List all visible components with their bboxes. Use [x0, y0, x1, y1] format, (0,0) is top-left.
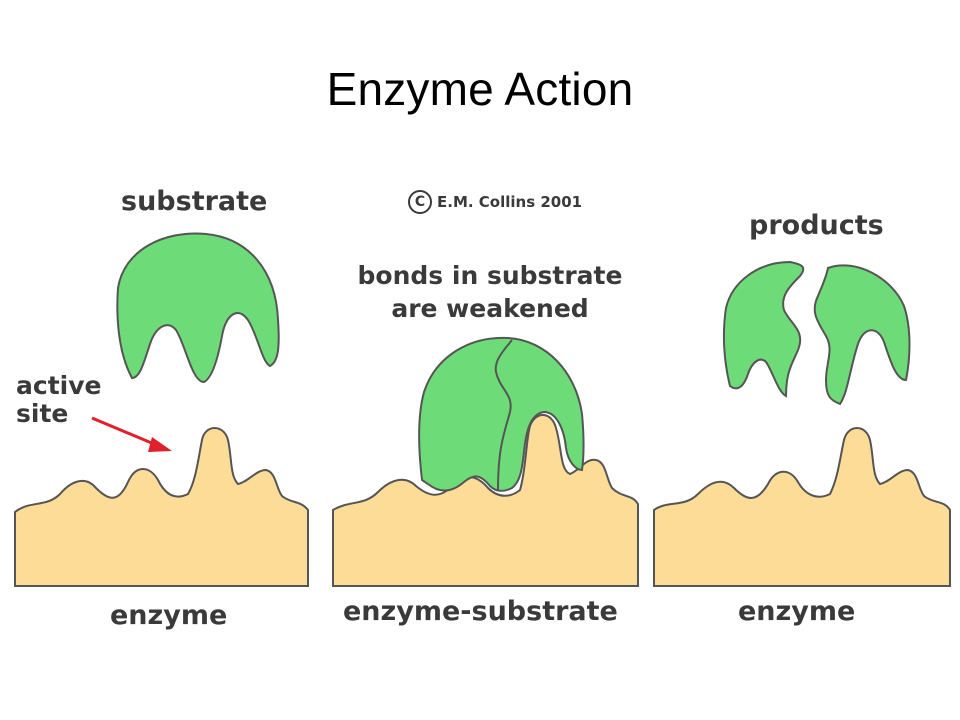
- copyright-icon: C: [408, 190, 432, 214]
- bonds-weakened-line2: are weakened: [391, 294, 589, 323]
- active-site-arrowhead: [148, 437, 172, 452]
- copyright-notice: C E.M. Collins 2001: [408, 190, 582, 214]
- copyright-text: E.M. Collins 2001: [437, 193, 583, 211]
- enzyme-label-left: enzyme: [110, 600, 228, 631]
- page-title: Enzyme Action: [326, 63, 634, 115]
- active-site-arrow: [91, 416, 155, 446]
- product-right: [813, 264, 911, 406]
- substrate: [116, 232, 280, 384]
- enzyme-substrate-label: enzyme-substrate: [343, 596, 618, 627]
- enzyme-substrate-complex: [418, 336, 585, 492]
- active-site-line2: site: [16, 399, 69, 428]
- active-site-label: active site: [16, 372, 101, 428]
- bonds-weakened-line1: bonds in substrate: [357, 261, 623, 290]
- active-site-line1: active: [16, 371, 102, 400]
- enzyme-right: [653, 427, 951, 587]
- product-left: [722, 260, 805, 398]
- enzyme-middle: [332, 414, 639, 587]
- weakened-bond-line: [494, 339, 513, 491]
- enzyme-label-right: enzyme: [738, 596, 856, 627]
- enzyme-left: [14, 427, 309, 587]
- substrate-label: substrate: [121, 186, 268, 217]
- bonds-weakened-label: bonds in substrate are weakened: [335, 259, 645, 325]
- products-label: products: [749, 210, 884, 241]
